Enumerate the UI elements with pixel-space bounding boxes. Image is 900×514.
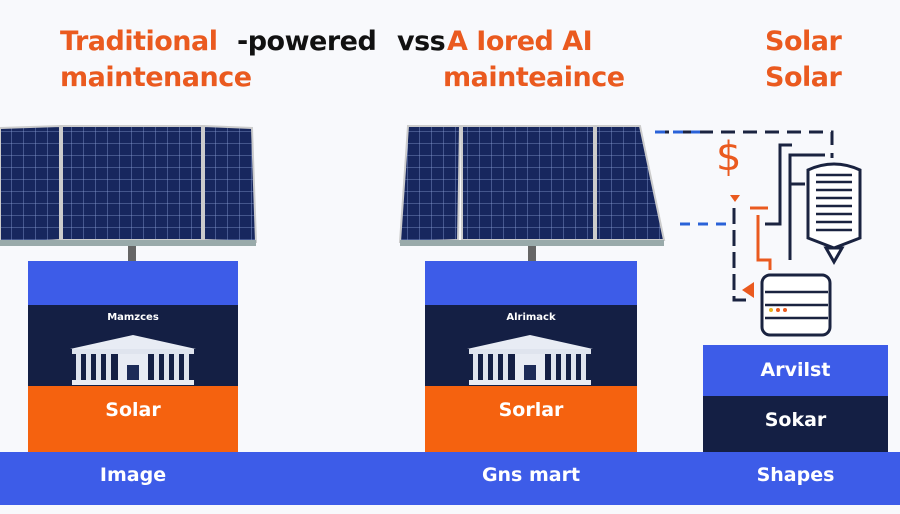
solar-panels-illustration — [0, 124, 666, 268]
card-2-caption: Alrimack — [506, 312, 556, 323]
footer-item-image: Image — [99, 464, 167, 486]
footer-item-shapes: Shapes — [756, 464, 835, 486]
title-solar-2: Solar — [765, 62, 842, 93]
card-1-label: Solar — [28, 386, 238, 452]
dollar-icon: $ — [716, 134, 742, 180]
flow-diagram — [655, 130, 862, 337]
database-icon-top — [806, 162, 862, 266]
footer-bar: Image Gns mart Shapes — [0, 452, 900, 505]
footer-item-gns-mart: Gns mart — [481, 464, 581, 486]
solar-panel-middle — [398, 125, 666, 268]
solar-panel-left — [0, 124, 258, 268]
title-maintenance-right: mainteaince — [443, 62, 625, 93]
building-icon — [467, 335, 593, 385]
title-vs: vss — [397, 26, 446, 57]
card-3-bottom-label: Sokar — [703, 396, 888, 452]
card-1-top — [28, 261, 238, 305]
building-icon — [70, 335, 196, 385]
card-2-label: Sorlar — [425, 386, 637, 452]
title-powered: -powered — [237, 26, 377, 57]
card-2-middle: Alrimack — [425, 305, 637, 386]
title-traditional: Traditional — [60, 26, 218, 57]
title-solar-1: Solar — [765, 26, 842, 57]
card-2-top — [425, 261, 637, 305]
title-ai-powered: A Iored AI — [447, 26, 593, 57]
title-maintenance-left: maintenance — [60, 62, 252, 93]
database-icon-bottom — [760, 273, 832, 337]
card-1-middle: Mamzces — [28, 305, 238, 386]
card-1-caption: Mamzces — [107, 312, 159, 323]
card-3-top-label: Arvilst — [703, 345, 888, 396]
